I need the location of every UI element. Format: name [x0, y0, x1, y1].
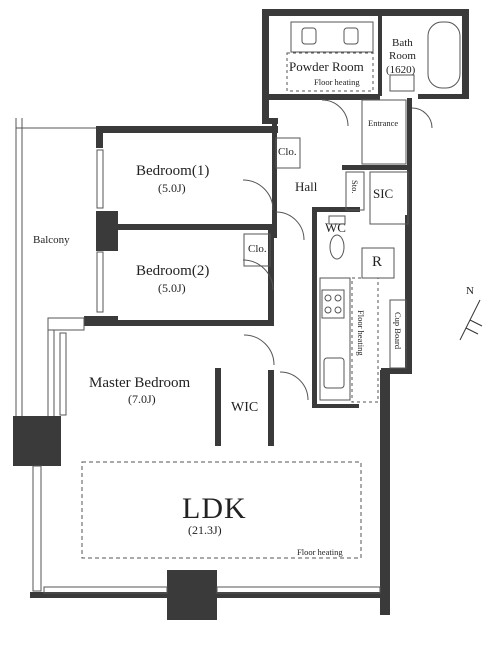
compass: [459, 299, 483, 341]
thin-lines: [15, 21, 461, 594]
entrance-label: Entrance: [368, 118, 399, 128]
balcony-label: Balcony: [33, 234, 70, 246]
master-bedroom-area: (7.0J): [128, 392, 156, 406]
compass-north-label: N: [466, 285, 474, 297]
sic-label: SIC: [373, 186, 394, 201]
bedroom-2-area: (5.0J): [158, 281, 186, 295]
powder-floor-heating-label: Floor heating: [314, 77, 360, 87]
bath-room-label-line1: Bath: [392, 37, 413, 49]
ldk-area: (21.3J): [188, 523, 222, 537]
bath-room-label-line2: Room: [389, 50, 416, 62]
bedroom-1-name: Bedroom(1): [136, 163, 210, 179]
bedroom-2-name: Bedroom(2): [136, 263, 210, 279]
cupboard-label: Cup Board: [392, 312, 403, 350]
ldk-floor-heating-label: Floor heating: [297, 547, 343, 557]
storage-label: Sto.: [349, 180, 360, 194]
refrigerator-label: R: [372, 254, 383, 270]
closet-2-label: Clo.: [248, 243, 267, 255]
closet-1-label: Clo.: [278, 146, 297, 158]
ldk-name: LDK: [182, 492, 247, 525]
walls: [13, 9, 469, 620]
bath-size-label: (1620): [386, 64, 416, 76]
powder-room-label: Powder Room: [289, 59, 364, 74]
master-bedroom-name: Master Bedroom: [89, 375, 191, 391]
wic-label: WIC: [231, 400, 259, 415]
bedroom-1-area: (5.0J): [158, 181, 186, 195]
wc-label: WC: [325, 220, 346, 235]
hall-label: Hall: [295, 179, 318, 194]
kitchen-floor-heating-label: Floor heating: [355, 310, 366, 356]
